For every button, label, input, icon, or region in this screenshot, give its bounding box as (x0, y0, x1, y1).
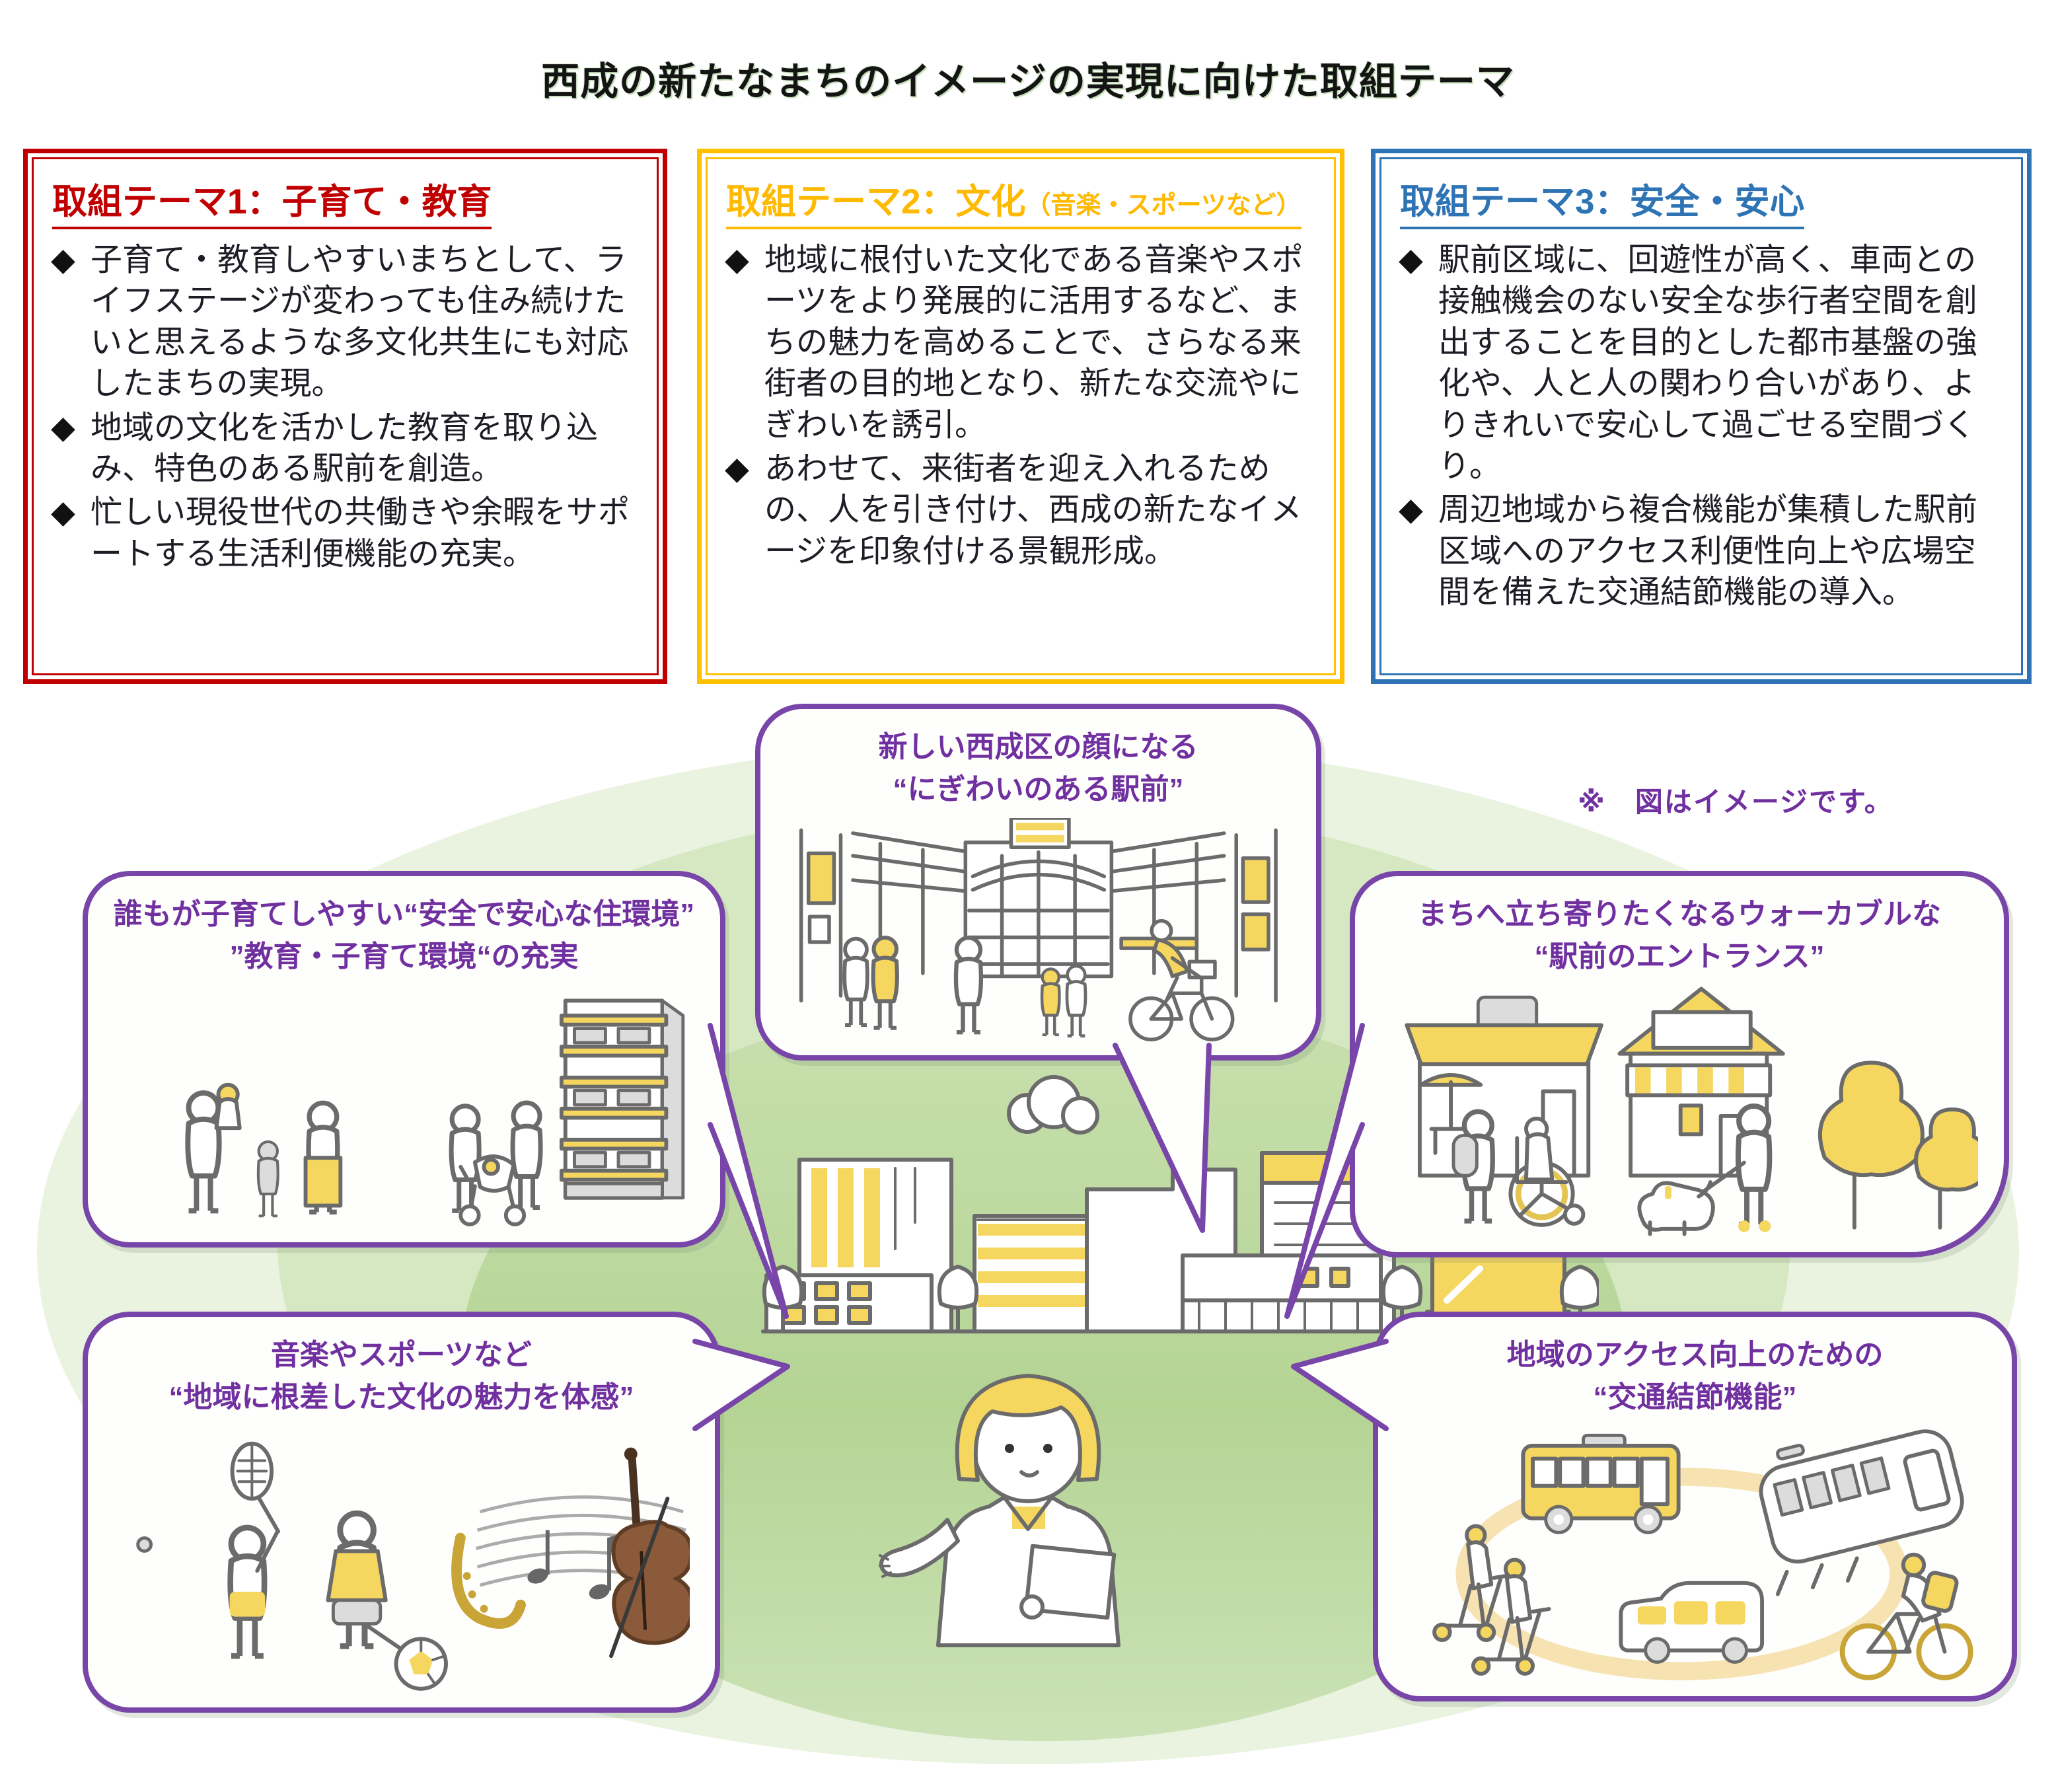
bubble-left-label: 誰もが子育てしやすい“安全で安心な住環境” ”教育・子育て環境“の充実 (113, 898, 695, 973)
kick-scooter-icon (1432, 1524, 1551, 1676)
bullet-item: ◆忙しい現役世代の共働きや余暇をサポートする生活利便機能の充実。 (51, 495, 630, 572)
shops-street-illustration (1405, 987, 1978, 1236)
family-housing-illustration (113, 998, 685, 1227)
soccer-player-icon (326, 1514, 448, 1692)
image-note: ※ 図はイメージです。 (1578, 786, 1893, 817)
theme-1-bullets: ◆子育て・教育しやすいまちとして、ライフステージが変わっても住み続けたいと思える… (51, 240, 640, 575)
sports-music-illustration (136, 1442, 690, 1692)
theme-2-title: 取組テーマ2：文化（音楽・スポーツなど） (726, 174, 1317, 229)
theme-1-title: 取組テーマ1：子育て・教育 (52, 174, 640, 229)
wheelchair-pair-icon (1451, 1111, 1586, 1227)
stroller-icon (459, 1154, 527, 1227)
theme-box-safety-security: 取組テーマ3：安全・安心 ◆駅前区域に、回遊性が高く、車両との接触機会のない安全… (1371, 149, 2032, 684)
bullet-item: ◆子育て・教育しやすいまちとして、ライフステージが変わっても住み続けたいと思える… (51, 243, 629, 402)
bubble-transport-hub: 地域のアクセス向上のための “交通結節機能” (1373, 1312, 2017, 1701)
child-on-shoulder-icon (214, 1082, 242, 1131)
bullet-item: ◆地域に根付いた文化である音楽やスポーツをより発展的に活用するなど、まちの魅力を… (725, 243, 1303, 443)
theme-3-title: 取組テーマ3：安全・安心 (1400, 174, 2004, 229)
theme-box-childcare-education: 取組テーマ1：子育て・教育 ◆子育て・教育しやすいまちとして、ライフステージが変… (23, 149, 667, 684)
train-icon (1759, 1429, 1965, 1596)
bubble-right-label: まちへ立ち寄りたくなるウォーカブルな “駅前のエントランス” (1418, 898, 1941, 973)
station-front-illustration (799, 818, 1278, 1042)
theme-2-bullets: ◆地域に根付いた文化である音楽やスポーツをより発展的に活用するなど、まちの魅力を… (725, 240, 1317, 572)
bullet-item: ◆あわせて、来街者を迎え入れるための、人を引き付け、西成の新たなイメージを印象付… (725, 451, 1302, 569)
tree-icon (1818, 1060, 1978, 1230)
apartment-building-icon (560, 998, 685, 1201)
delivery-cyclist-icon (1840, 1553, 1974, 1681)
theme-box-culture: 取組テーマ2：文化（音楽・スポーツなど） ◆地域に根付いた文化である音楽やスポー… (697, 149, 1344, 684)
bullet-item: ◆地域の文化を活かした教育を取り込み、特色のある駅前を創造。 (51, 410, 599, 486)
guide-woman-illustration (879, 1374, 1120, 1647)
bullet-item: ◆周辺地域から複合機能が集積した駅前区域へのアクセス利便性向上や広場空間を備えた… (1399, 492, 1978, 611)
transport-illustration (1432, 1429, 1974, 1681)
mother-skirt (303, 1156, 343, 1208)
double-bass-icon (608, 1447, 690, 1659)
cyclist-icon (1128, 919, 1235, 1042)
bubble-station-front: 新しい西成区の顔になる “にぎわいのある駅前” (755, 704, 1321, 1061)
cafe-icon (1405, 995, 1604, 1177)
bubble-culture-sports: 音楽やスポーツなど “地域に根差した文化の魅力を体感” (83, 1312, 720, 1713)
bubble-top-label: 新しい西成区の顔になる “にぎわいのある駅前” (878, 731, 1198, 805)
bus-icon (1521, 1434, 1681, 1535)
road-loop (1455, 1468, 1909, 1681)
page-title: 西成の新たなまちのイメージの実現に向けた取組テーマ (541, 60, 1515, 103)
theme-3-bullets: ◆駅前区域に、回遊性が高く、車両との接触機会のない安全な歩行者空間を創出すること… (1399, 240, 2004, 614)
bubble-br-label: 地域のアクセス向上のための “交通結節機能” (1506, 1339, 1884, 1413)
bullet-item: ◆駅前区域に、回遊性が高く、車両との接触機会のない安全な歩行者空間を創出すること… (1399, 243, 1978, 484)
saxophone-icon (451, 1532, 526, 1629)
bubble-bl-label: 音楽やスポーツなど “地域に根差した文化の魅力を体感” (168, 1339, 634, 1413)
bubble-walkable-entrance: まちへ立ち寄りたくなるウォーカブルな “駅前のエントランス” (1350, 871, 2009, 1257)
dog-walker-icon (1637, 1105, 1771, 1236)
shuttle-van-icon (1619, 1581, 1765, 1664)
bubble-family-housing: 誰もが子育てしやすい“安全で安心な住環境” ”教育・子育て環境“の充実 (83, 871, 725, 1248)
tennis-player-icon (136, 1442, 280, 1656)
